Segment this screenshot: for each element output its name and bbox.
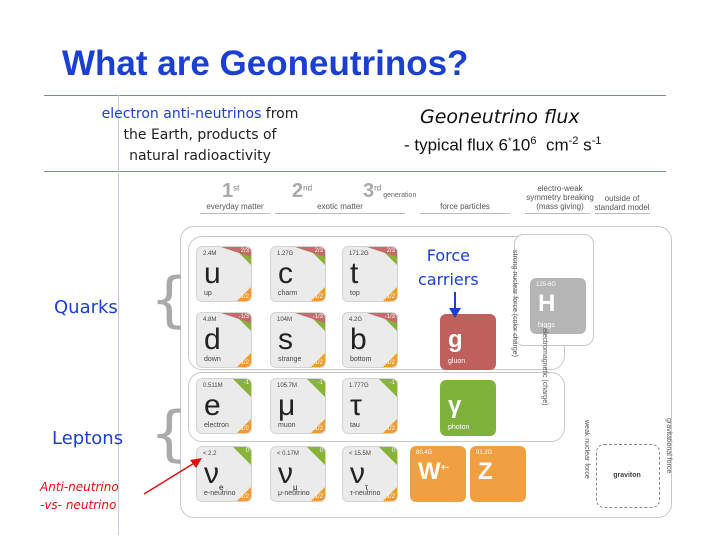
anti-neutrino-arrow-icon <box>143 458 202 495</box>
anti-neutrino-label: Anti-neutrino -vs- neutrino <box>40 480 119 512</box>
page-title: What are Geoneutrinos? <box>62 44 469 83</box>
quarks-label: Quarks <box>54 297 118 318</box>
force-carriers-label: Force carriers <box>418 246 479 289</box>
gen1-header: 1st <box>222 180 240 202</box>
exotic-matter-label: exotic matter <box>317 202 363 211</box>
gen3-header: 3rdgeneration <box>363 180 417 202</box>
graviton-label: graviton <box>613 472 641 479</box>
particle-card-w-boson: 80.4G W+- <box>410 446 466 502</box>
margin-line <box>118 95 119 535</box>
leptons-label: Leptons <box>52 428 124 449</box>
graviton-frame <box>596 444 660 508</box>
leptons-brace: { <box>150 399 189 469</box>
gen2-header: 2nd <box>292 180 313 202</box>
anti-neutrino-term: electron anti-neutrinos <box>101 106 262 122</box>
everyday-matter-label: everyday matter <box>206 202 264 211</box>
em-force-label: electromagnetic (charge) <box>541 328 548 406</box>
flux-heading: Geoneutrino flux <box>420 106 580 128</box>
quarks-brace: { <box>150 265 189 335</box>
geoneutrino-definition: electron anti-neutrinos from the Earth, … <box>101 106 299 164</box>
particle-card-z-boson: 91.2G Z <box>470 446 526 502</box>
strong-force-label: strong nuclear force (color charge) <box>511 250 518 357</box>
weak-force-label: weak nuclear force <box>583 420 590 479</box>
title-divider <box>44 95 666 96</box>
force-particles-label: force particles <box>440 202 490 211</box>
flux-value: - typical flux 6*106 cm-2 s-1 <box>404 135 602 155</box>
force-arrow-icon <box>449 292 461 318</box>
gravity-force-label: gravitational force <box>665 418 672 474</box>
subtitle-divider <box>44 171 666 172</box>
